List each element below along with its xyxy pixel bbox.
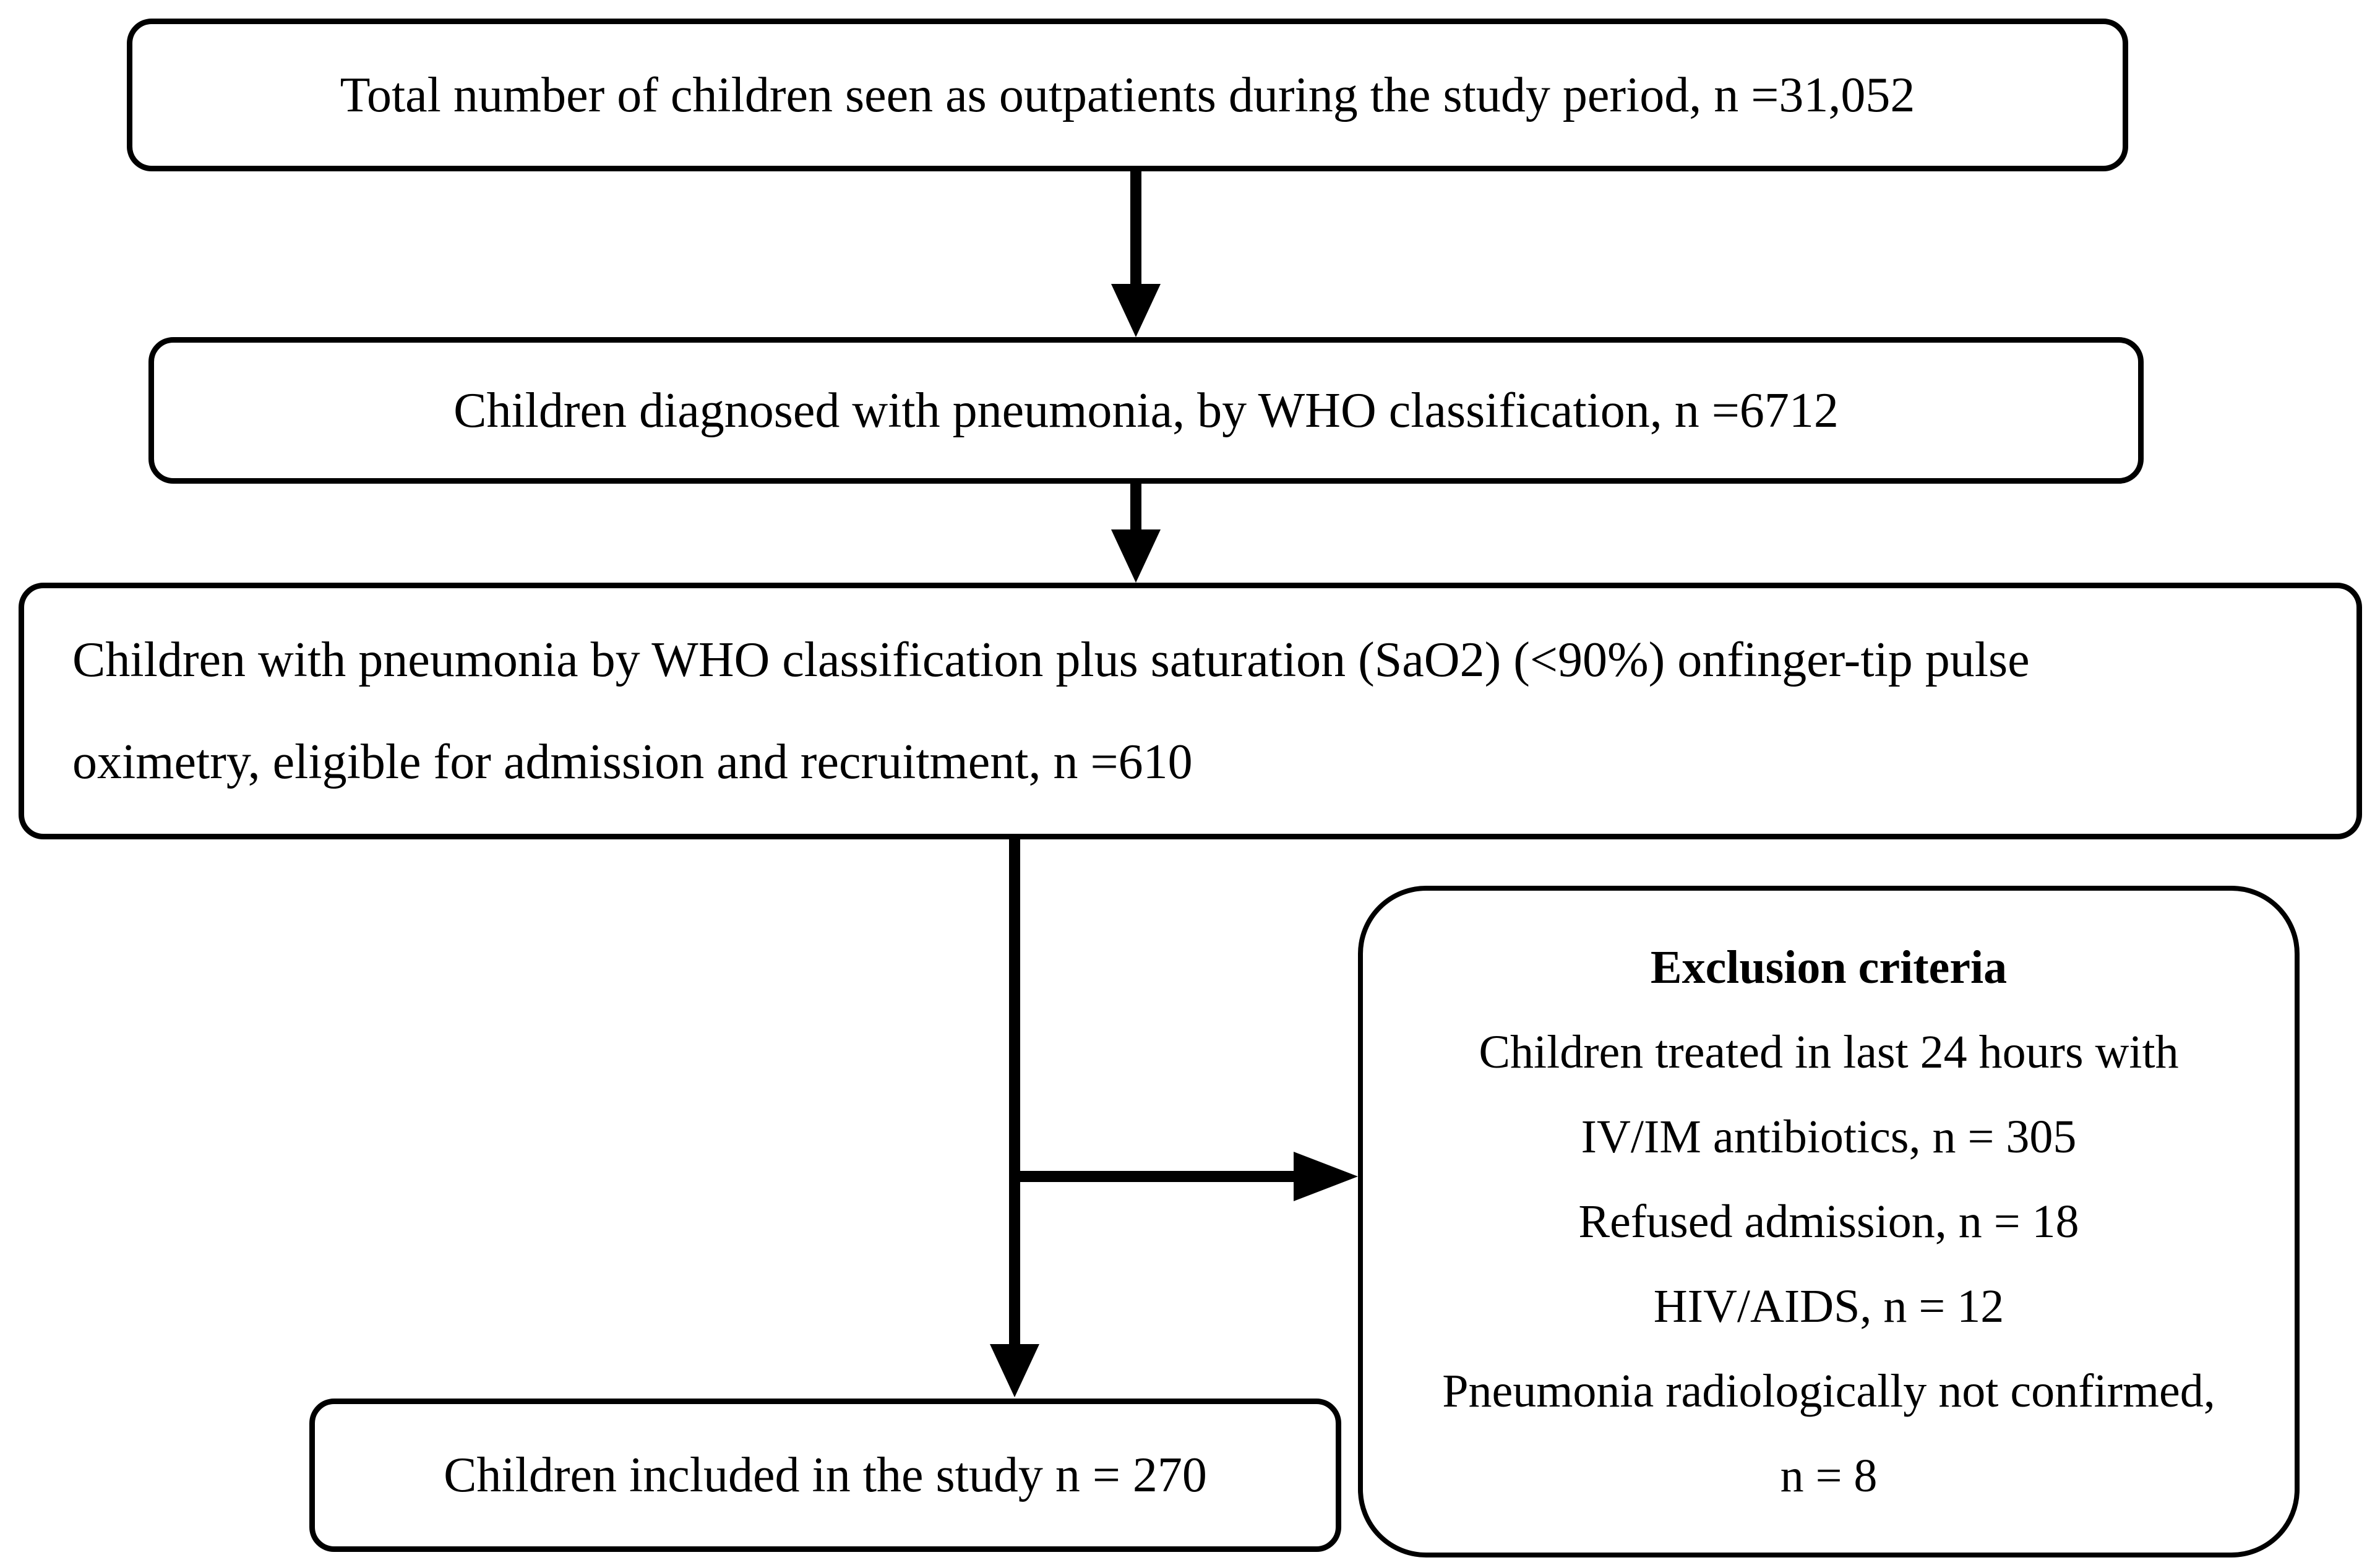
arrow-eligible-to-exclusion-stem <box>1009 1171 1295 1182</box>
exclusion-criteria-item: IV/IM antibiotics, n = 305 <box>1581 1110 2077 1163</box>
exclusion-criteria-item: n = 8 <box>1780 1449 1878 1502</box>
arrow-eligible-to-exclusion-arrowhead-icon <box>1294 1152 1358 1201</box>
exclusion-criteria-item: Pneumonia radiologically not confirmed, <box>1442 1365 2215 1417</box>
box-included-study-text: Children included in the study n = 270 <box>444 1448 1207 1502</box>
arrow-outpatients-to-diagnosed-stem <box>1130 170 1141 285</box>
box-pneumonia-diagnosed-text: Children diagnosed with pneumonia, by WH… <box>453 383 1839 438</box>
exclusion-criteria-item: Children treated in last 24 hours with <box>1479 1026 2179 1078</box>
box-eligible-recruitment-line2: oximetry, eligible for admission and rec… <box>72 734 1193 789</box>
box-included-study: Children included in the study n = 270 <box>309 1399 1341 1552</box>
arrow-diagnosed-to-eligible-arrowhead-icon <box>1111 529 1161 583</box>
arrow-outpatients-to-diagnosed-arrowhead-icon <box>1111 284 1161 337</box>
box-exclusion-criteria: Exclusion criteria Children treated in l… <box>1358 886 2300 1557</box>
exclusion-criteria-item: Refused admission, n = 18 <box>1578 1195 2079 1248</box>
arrow-eligible-to-included-arrowhead-icon <box>990 1344 1039 1397</box>
box-pneumonia-diagnosed: Children diagnosed with pneumonia, by WH… <box>148 337 2144 484</box>
arrow-diagnosed-to-eligible-stem <box>1130 482 1141 531</box>
exclusion-criteria-item: HIV/AIDS, n = 12 <box>1653 1280 2004 1332</box>
exclusion-criteria-title: Exclusion criteria <box>1650 941 2008 993</box>
box-eligible-recruitment-line1: Children with pneumonia by WHO classific… <box>72 632 2030 687</box>
box-eligible-recruitment: Children with pneumonia by WHO classific… <box>19 583 2362 839</box>
box-outpatients-total: Total number of children seen as outpati… <box>127 19 2128 171</box>
box-outpatients-total-text: Total number of children seen as outpati… <box>340 67 1915 122</box>
arrow-eligible-to-included-stem <box>1009 838 1020 1345</box>
